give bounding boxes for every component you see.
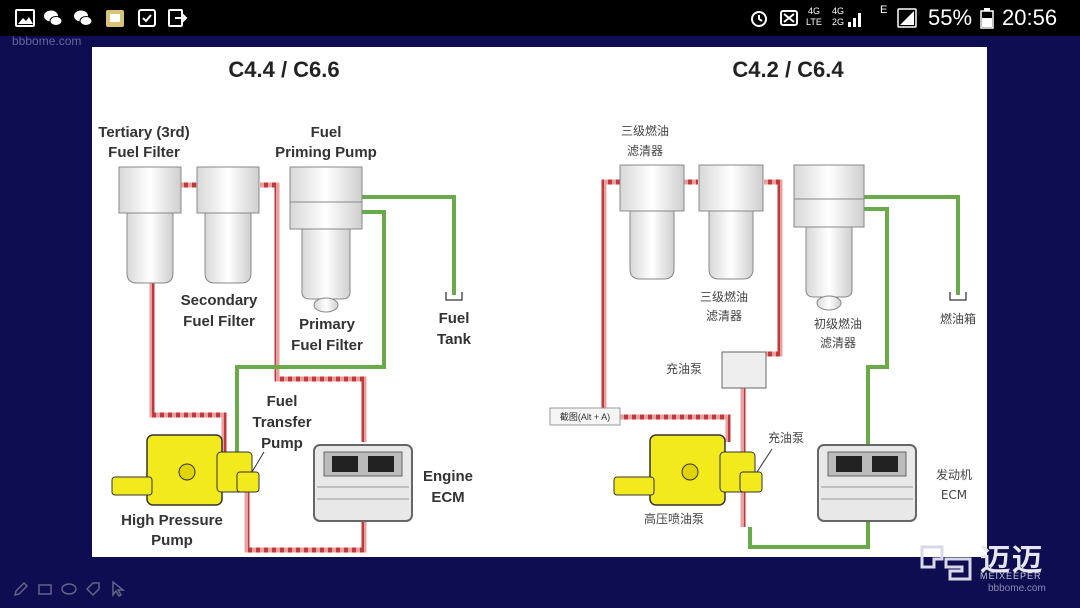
exit-icon	[168, 9, 188, 27]
svg-text:ECM: ECM	[431, 489, 464, 506]
battery-icon	[980, 8, 994, 29]
svg-text:High Pressure: High Pressure	[121, 512, 223, 529]
network2-top: 4G	[832, 6, 845, 16]
roaming-indicator: E	[880, 4, 888, 16]
svg-text:Fuel Filter: Fuel Filter	[291, 337, 363, 354]
logo-mark-icon	[920, 545, 972, 581]
blocked-icon	[780, 10, 798, 26]
battery-percent: 55%	[928, 5, 973, 30]
right-primary-fuel-filter	[793, 164, 865, 311]
brand-logo: 迈迈 MEIXEEPER bbbome.com	[918, 535, 1078, 595]
network-top: 4G	[808, 6, 821, 16]
svg-text:Tertiary (3rd): Tertiary (3rd)	[98, 124, 189, 141]
svg-text:三级燃油: 三级燃油	[700, 289, 748, 304]
svg-text:Fuel: Fuel	[267, 393, 298, 410]
svg-text:燃油箱: 燃油箱	[940, 311, 976, 326]
left-labels: Tertiary (3rd) Fuel Filter Fuel Priming …	[98, 124, 473, 549]
right-secondary-fuel-filter	[698, 164, 764, 280]
alarm-icon	[751, 11, 767, 27]
app-icon	[106, 10, 124, 27]
secondary-fuel-filter	[196, 166, 260, 284]
logo-text: 迈迈	[980, 543, 1044, 578]
left-engine-ecm	[313, 444, 413, 522]
image-icon	[15, 9, 35, 27]
screenshot-tooltip: 截图(Alt + A)	[549, 407, 621, 426]
svg-text:高压喷油泵: 高压喷油泵	[644, 511, 704, 526]
right-tertiary-fuel-filter	[619, 164, 685, 280]
svg-text:Engine: Engine	[423, 468, 473, 485]
logo-url: bbbome.com	[988, 583, 1046, 594]
tag-icon[interactable]	[84, 580, 102, 598]
pointer-icon[interactable]	[108, 580, 126, 598]
svg-text:ECM: ECM	[941, 488, 967, 502]
left-title: C4.4 / C6.6	[228, 57, 339, 82]
left-low-pressure-lines	[235, 195, 456, 465]
svg-text:Fuel: Fuel	[311, 124, 342, 141]
right-engine-ecm	[817, 444, 917, 522]
right-labels: 三级燃油 滤清器 三级燃油 滤清器 初级燃油 滤清器 燃油箱 充油泵 充油泵 发…	[621, 123, 976, 526]
network2-bottom: 2G	[832, 17, 845, 27]
slide: C4.4 / C6.6	[92, 47, 987, 557]
right-low-pressure-lines	[748, 195, 960, 549]
right-high-pressure-pump	[613, 434, 763, 506]
tertiary-fuel-filter	[118, 166, 182, 284]
wechat-icon	[74, 10, 93, 26]
signal-icon	[897, 8, 917, 28]
shape-icon[interactable]	[60, 580, 78, 598]
right-title: C4.2 / C6.4	[732, 57, 844, 82]
svg-text:Priming Pump: Priming Pump	[275, 144, 377, 161]
fuel-system-diagram: C4.4 / C6.6	[98, 57, 976, 553]
svg-text:Fuel: Fuel	[439, 310, 470, 327]
svg-text:Fuel Filter: Fuel Filter	[108, 144, 180, 161]
svg-text:充油泵: 充油泵	[768, 430, 804, 445]
svg-text:滤清器: 滤清器	[627, 144, 663, 158]
svg-text:滤清器: 滤清器	[820, 336, 856, 350]
svg-text:滤清器: 滤清器	[706, 309, 742, 323]
right-fill-pump	[721, 351, 767, 389]
svg-text:Secondary: Secondary	[181, 292, 258, 309]
svg-text:初级燃油: 初级燃油	[814, 316, 862, 331]
status-bar: 4G LTE 4G 2G E 55% 20:56	[0, 0, 1080, 36]
pen-icon[interactable]	[12, 580, 30, 598]
svg-text:Transfer: Transfer	[252, 414, 311, 431]
eraser-icon[interactable]	[36, 580, 54, 598]
fuel-tank	[445, 292, 463, 301]
right-fuel-tank	[949, 292, 967, 301]
svg-text:发动机: 发动机	[936, 467, 972, 482]
svg-text:Fuel Filter: Fuel Filter	[183, 313, 255, 330]
checkbox-icon	[138, 9, 156, 27]
primary-fuel-filter	[289, 166, 363, 313]
watermark: bbbome.com	[12, 34, 82, 48]
wechat-icon	[44, 10, 63, 26]
svg-text:充油泵: 充油泵	[666, 361, 702, 376]
svg-text:Primary: Primary	[299, 316, 356, 333]
logo-subtext: MEIXEEPER	[980, 571, 1042, 581]
svg-text:Pump: Pump	[261, 435, 303, 452]
svg-text:截图(Alt + A): 截图(Alt + A)	[560, 411, 610, 422]
network-bottom: LTE	[806, 17, 822, 27]
svg-text:Tank: Tank	[437, 331, 472, 348]
left-high-pressure-pump	[111, 434, 260, 506]
signal-icon	[848, 13, 861, 27]
svg-text:Pump: Pump	[151, 532, 193, 549]
clock: 20:56	[1002, 5, 1058, 30]
svg-text:三级燃油: 三级燃油	[621, 123, 669, 138]
